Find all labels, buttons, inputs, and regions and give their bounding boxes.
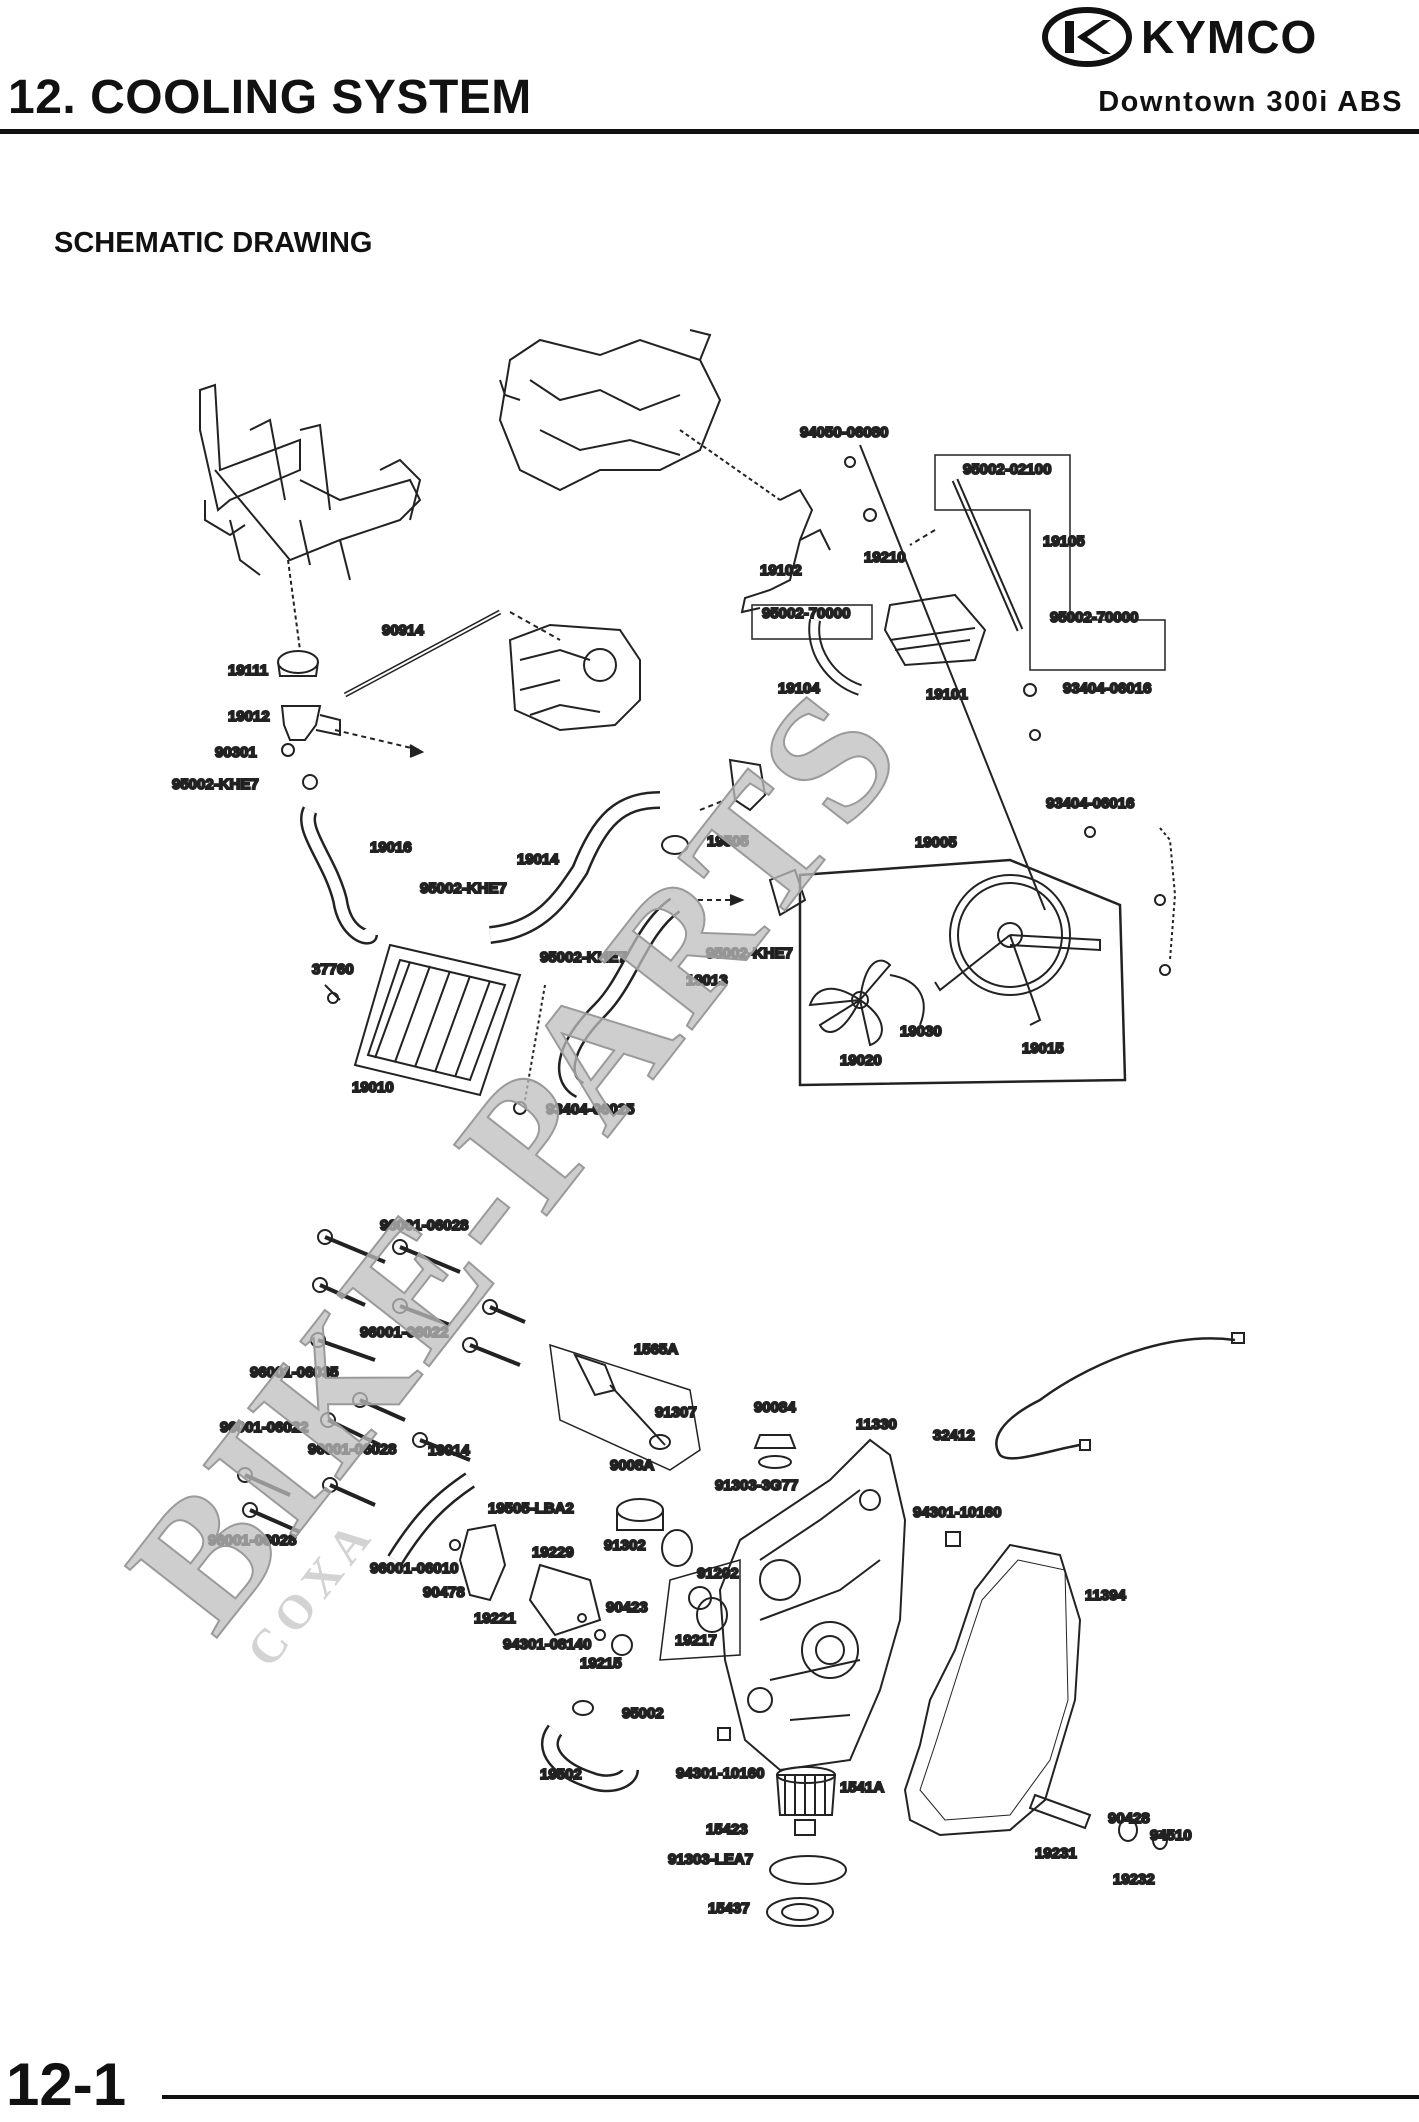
part-number-label: 19101: [926, 686, 968, 703]
part-number-label: 1565A: [634, 1341, 678, 1358]
section-title: SCHEMATIC DRAWING: [54, 227, 373, 259]
part-number-label: 95002-70000: [1050, 609, 1138, 626]
radiator-part: [353, 943, 522, 1097]
part-number-label: 19221: [474, 1610, 516, 1627]
part-number-label: 95002-KHE7: [172, 776, 259, 793]
part-number-label: 19232: [1113, 1871, 1155, 1888]
part-number-label: 1541A: [840, 1779, 884, 1796]
part-number-label: 19012: [228, 708, 270, 725]
part-number-label: 11394: [1085, 1587, 1127, 1604]
chapter-title: 12. COOLING SYSTEM: [8, 71, 532, 124]
cylinder-head-part: [508, 623, 641, 732]
upper-labels: 94050-06080 95002-02100 19105 19102 1921…: [171, 423, 1152, 1119]
part-number-label: 96001-06022: [360, 1324, 448, 1341]
part-number-label: 19505: [707, 833, 749, 850]
part-number-label: 94301-10160: [676, 1765, 764, 1782]
part-number-label: 19505-LBA2: [488, 1500, 574, 1517]
part-number-label: 32412: [933, 1427, 975, 1444]
part-number-label: 15423: [706, 1821, 748, 1838]
part-number-label: 95002-KHE7: [706, 945, 793, 962]
part-number-label: 96001-06035: [250, 1364, 338, 1381]
part-number-label: 94050-06080: [800, 424, 888, 441]
part-number-label: 19217: [675, 1632, 717, 1649]
part-number-label: 19229: [532, 1544, 574, 1561]
part-number-label: 19030: [900, 1023, 942, 1040]
part-number-label: 96001-06028: [208, 1532, 296, 1549]
part-number-label: 95002-70000: [762, 605, 850, 622]
part-number-label: 19013: [686, 972, 728, 989]
part-number-label: 95002: [622, 1705, 664, 1722]
part-number-label: 19014: [428, 1442, 470, 1459]
part-number-label: 9008A: [610, 1457, 654, 1474]
part-number-label: 96001-06010: [370, 1560, 458, 1577]
part-number-label: 93404-06025: [546, 1101, 634, 1118]
part-number-label: 95002-02100: [963, 461, 1051, 478]
part-number-label: 11330: [856, 1416, 897, 1433]
part-number-label: 19005: [915, 834, 957, 851]
kymco-emblem-icon: [1042, 7, 1132, 67]
part-number-label: 93404-06016: [1063, 680, 1151, 697]
part-number-label: 95002-KHE7: [540, 949, 627, 966]
lower-labels: 96001-06028 96001-06022 96001-06035 9600…: [207, 1216, 1193, 1918]
part-number-label: 90428: [1108, 1810, 1150, 1827]
part-number-label: 19014: [517, 851, 559, 868]
footer-rule: [162, 2095, 1419, 2099]
part-number-label: 37760: [312, 961, 354, 978]
part-number-label: 19231: [1035, 1845, 1077, 1862]
part-number-label: 19215: [580, 1655, 622, 1672]
part-number-label: 90423: [606, 1599, 648, 1616]
fan-blade-part: [808, 959, 892, 1047]
part-number-label: 94301-08140: [503, 1636, 591, 1653]
part-number-label: 91303-LEA7: [668, 1851, 753, 1868]
part-number-label: 19015: [1022, 1040, 1064, 1057]
crankcase-cover-part: [718, 1438, 907, 1772]
part-number-label: 91202: [697, 1565, 739, 1582]
part-number-label: 19105: [1043, 533, 1085, 550]
part-number-label: 91307: [655, 1404, 697, 1421]
part-number-label: 90301: [215, 744, 257, 761]
part-number-label: 96001-06028: [380, 1217, 468, 1234]
kymco-logo: KYMCO: [1041, 6, 1391, 68]
part-number-label: 19104: [778, 680, 820, 697]
header-rule: [0, 129, 1419, 134]
fan-shroud-part: [934, 874, 1101, 1026]
part-number-label: 19502: [540, 1766, 582, 1783]
part-number-label: 19111: [228, 662, 268, 679]
part-number-label: 19010: [352, 1079, 394, 1096]
bolt-group: [237, 1229, 526, 1534]
model-name: Downtown 300i ABS: [1098, 86, 1403, 118]
engine-upper-part: [498, 329, 781, 501]
part-number-label: 19102: [760, 562, 802, 579]
brand-name: KYMCO: [1141, 11, 1317, 63]
part-number-label: 96001-06028: [308, 1441, 396, 1458]
part-number-label: 90084: [754, 1399, 796, 1416]
part-number-label: 96001-06022: [220, 1419, 308, 1436]
part-number-label: 95002-KHE7: [420, 880, 507, 897]
part-number-label: 90914: [382, 622, 424, 639]
part-number-label: 19020: [840, 1052, 882, 1069]
frame-part: [199, 383, 422, 651]
part-number-label: 15437: [708, 1900, 750, 1917]
part-number-label: 19210: [864, 549, 906, 566]
part-number-label: 94301-10160: [913, 1504, 1001, 1521]
part-number-label: 19016: [370, 839, 412, 856]
part-number-label: 93404-06016: [1046, 795, 1134, 812]
part-number-label: 94510: [1150, 1827, 1192, 1844]
part-number-label: 91302: [604, 1537, 646, 1554]
part-number-label: 90478: [423, 1584, 465, 1601]
part-number-label: 91303-3G77: [715, 1477, 798, 1494]
page-number: 12-1: [6, 2051, 127, 2118]
